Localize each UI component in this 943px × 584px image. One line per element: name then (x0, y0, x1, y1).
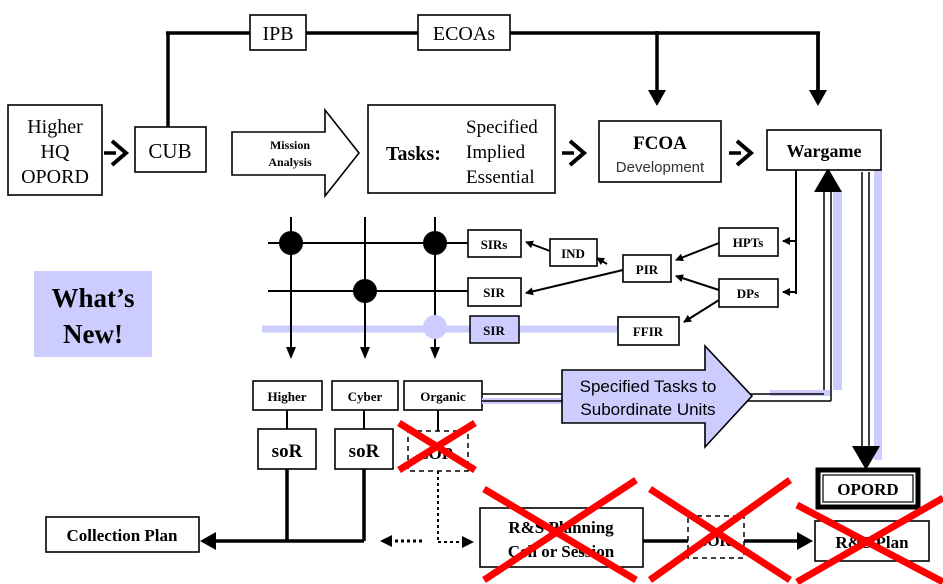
collection-matrix (262, 217, 617, 359)
ipb-label: IPB (262, 23, 293, 45)
whats-new-line2: New! (63, 319, 123, 349)
fcoa-title: FCOA (633, 133, 687, 154)
hpts-box: HPTs (718, 227, 779, 257)
sirs-label: SIRs (481, 237, 508, 252)
tasks-box: Tasks: Specified Implied Essential (367, 104, 556, 194)
tasks-label: Tasks: (386, 143, 441, 165)
unit-label-higher: Higher (268, 389, 307, 404)
arrow-tasks-to-fcoa (562, 139, 588, 167)
higher-hq-line2: HQ (41, 141, 70, 163)
unit-box-cyber: Cyber (331, 380, 399, 411)
collection-plan-box: Collection Plan (45, 516, 200, 553)
sor-box-higher: soR (257, 428, 317, 470)
sor-box-organic-crossed: sOR (397, 420, 477, 473)
red-cross-marks (482, 477, 943, 584)
wargame-feed-lines (782, 170, 797, 296)
cub-box: CUB (134, 126, 207, 173)
ffir-label: FFIR (633, 324, 664, 339)
sor-box-cyber: soR (334, 428, 394, 470)
info-requirement-arrows (525, 240, 720, 323)
wargame-to-opord-connector (852, 170, 882, 470)
opord-box: OPORD (815, 467, 921, 510)
higher-hq-line3: OPORD (21, 166, 89, 188)
whats-new-badge: What’s New! (34, 271, 152, 357)
unit-box-organic: Organic (403, 380, 483, 411)
arrow-hq-to-cub (104, 139, 130, 167)
opord-label: OPORD (837, 480, 898, 499)
sir-label: SIR (483, 285, 505, 300)
tasks-item-essential: Essential (466, 167, 535, 188)
hpts-label: HPTs (733, 235, 764, 250)
mission-analysis-arrow: Mission Analysis (231, 107, 361, 199)
ipb-box: IPB (249, 14, 307, 51)
pir-label: PIR (636, 262, 659, 277)
unit-label-cyber: Cyber (348, 389, 383, 404)
arrow-fcoa-to-wargame (729, 139, 755, 167)
tasks-item-implied: Implied (466, 142, 526, 163)
dps-box: DPs (718, 278, 779, 308)
ecoas-box: ECOAs (417, 14, 511, 51)
fcoa-subtitle: Development (616, 159, 705, 176)
sir-new-box: SIR (469, 315, 520, 344)
dps-label: DPs (737, 286, 759, 301)
ffir-box: FFIR (617, 316, 680, 346)
unit-box-higher: Higher (252, 380, 323, 411)
sir-box: SIR (467, 277, 522, 307)
organic-to-wargame-line (482, 390, 831, 404)
specified-tasks-line2: Subordinate Units (580, 400, 715, 419)
pir-box: PIR (622, 254, 672, 283)
collection-plan-label: Collection Plan (67, 526, 179, 545)
mission-analysis-line2: Analysis (268, 155, 312, 169)
sor-label-cyber: soR (349, 441, 380, 462)
specified-tasks-arrow: Specified Tasks to Subordinate Units (561, 343, 754, 450)
sor-label-higher: soR (272, 441, 303, 462)
unit-label-organic: Organic (420, 389, 466, 404)
cub-label: CUB (148, 139, 191, 163)
ecoas-label: ECOAs (433, 23, 495, 45)
wargame-label: Wargame (787, 141, 862, 161)
upward-arrow-to-wargame (814, 168, 842, 401)
higher-hq-opord-box: Higher HQ OPORD (7, 104, 103, 196)
tasks-item-specified: Specified (466, 117, 538, 138)
specified-tasks-line1: Specified Tasks to (580, 377, 717, 396)
unit-to-sor-lines (200, 410, 474, 550)
fcoa-box: FCOA Development (598, 120, 722, 183)
ind-box: IND (549, 238, 598, 267)
rs-chain-line (643, 532, 813, 550)
mission-analysis-line1: Mission (270, 138, 310, 152)
sirs-box: SIRs (467, 229, 522, 258)
whats-new-line1: What’s (51, 283, 134, 313)
ind-label: IND (561, 246, 585, 261)
sir-new-label: SIR (483, 323, 505, 338)
higher-hq-line1: Higher (27, 116, 83, 138)
top-feed-lines (166, 31, 827, 127)
wargame-box: Wargame (766, 129, 882, 171)
